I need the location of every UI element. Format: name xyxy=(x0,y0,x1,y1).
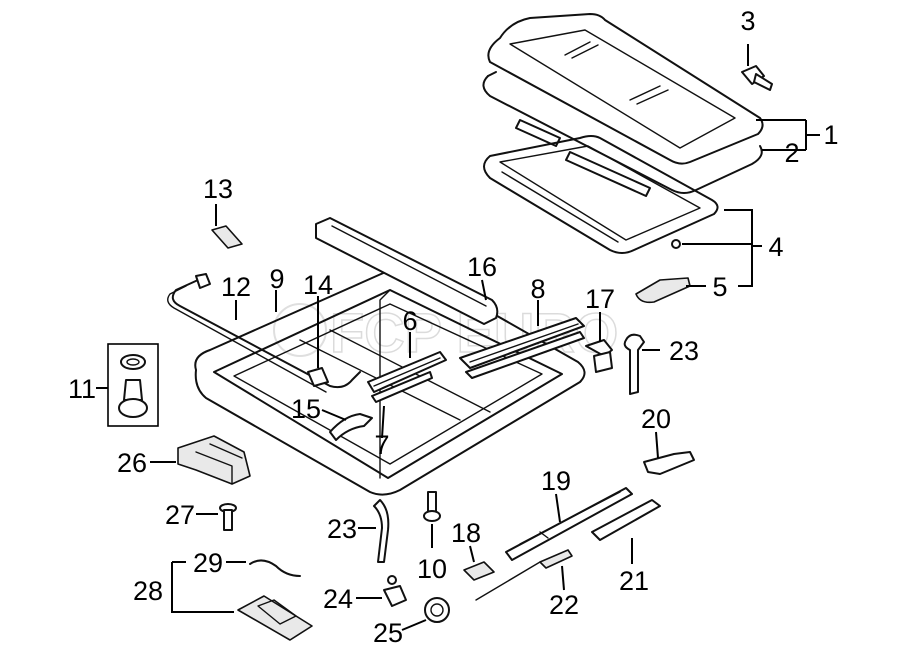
part-9-cable xyxy=(167,285,327,393)
part-6-guide-rail xyxy=(367,351,447,393)
part-12-drain-tube xyxy=(171,273,361,389)
callout-15: 15 xyxy=(291,394,321,424)
part-3-bolt xyxy=(741,65,773,91)
callout-20: 20 xyxy=(641,404,671,434)
part-26-sunroof-motor xyxy=(177,435,251,485)
part-21-guide-strip xyxy=(591,499,661,541)
part-16-front-rail xyxy=(315,217,499,325)
part-20-latch xyxy=(643,451,695,475)
part-10-screw xyxy=(423,491,441,522)
callout-11: 11 xyxy=(68,374,96,404)
callout-18: 18 xyxy=(451,518,481,548)
callout-24: 24 xyxy=(323,584,353,614)
callout-27: 27 xyxy=(165,500,195,530)
callout-5: 5 xyxy=(712,272,727,302)
callout-4: 4 xyxy=(768,232,783,262)
part-25-grommet xyxy=(424,597,450,623)
part-5-guide-block xyxy=(635,239,691,304)
part-13-clip xyxy=(211,225,243,249)
callout-17: 17 xyxy=(585,284,615,314)
callout-19: 19 xyxy=(541,466,571,496)
part-24-plug xyxy=(383,575,407,607)
callout-21: 21 xyxy=(619,566,649,596)
callout-10: 10 xyxy=(417,554,447,584)
callout-7: 7 xyxy=(374,430,389,460)
part-23-drain-hose-upper xyxy=(623,333,645,395)
callout-25: 25 xyxy=(373,618,403,648)
callout-22: 22 xyxy=(549,590,579,620)
callout-3: 3 xyxy=(740,6,755,36)
callout-1: 1 xyxy=(823,120,838,150)
callout-numbers: 1 2 3 4 5 6 7 8 9 10 11 12 13 14 15 16 1… xyxy=(68,6,839,648)
part-4-panel-frame xyxy=(483,135,719,254)
part-8-drive-rail xyxy=(459,317,585,379)
part-19-rear-guide xyxy=(505,487,633,561)
part-27-bolt xyxy=(219,503,237,531)
callout-16: 16 xyxy=(467,252,497,282)
part-18-bracket xyxy=(463,561,495,581)
part-23-drain-hose-lower xyxy=(373,499,390,563)
part-15-hook xyxy=(329,413,373,441)
part-1-glass-panel xyxy=(487,13,764,165)
callout-29: 29 xyxy=(193,548,223,578)
callout-6: 6 xyxy=(402,306,417,336)
part-22-cable xyxy=(475,549,573,601)
callout-23-lower: 23 xyxy=(327,514,357,544)
callout-12: 12 xyxy=(221,272,251,302)
callout-8: 8 xyxy=(530,274,545,304)
callout-28: 28 xyxy=(133,576,163,606)
callout-2: 2 xyxy=(784,138,799,168)
callout-26: 26 xyxy=(117,448,147,478)
part-11-grommet xyxy=(107,343,159,427)
leader-lines xyxy=(96,44,820,631)
part-7-slider xyxy=(371,371,433,403)
callout-23-upper: 23 xyxy=(669,336,699,366)
callout-9: 9 xyxy=(269,264,284,294)
callout-13: 13 xyxy=(203,174,233,204)
part-17-bracket xyxy=(585,339,613,373)
callout-14: 14 xyxy=(303,270,333,300)
part-2-glass-seal xyxy=(482,71,763,197)
part-28-mount-plate xyxy=(237,595,313,641)
part-14-connector xyxy=(307,367,329,387)
part-29-cable xyxy=(249,559,301,577)
